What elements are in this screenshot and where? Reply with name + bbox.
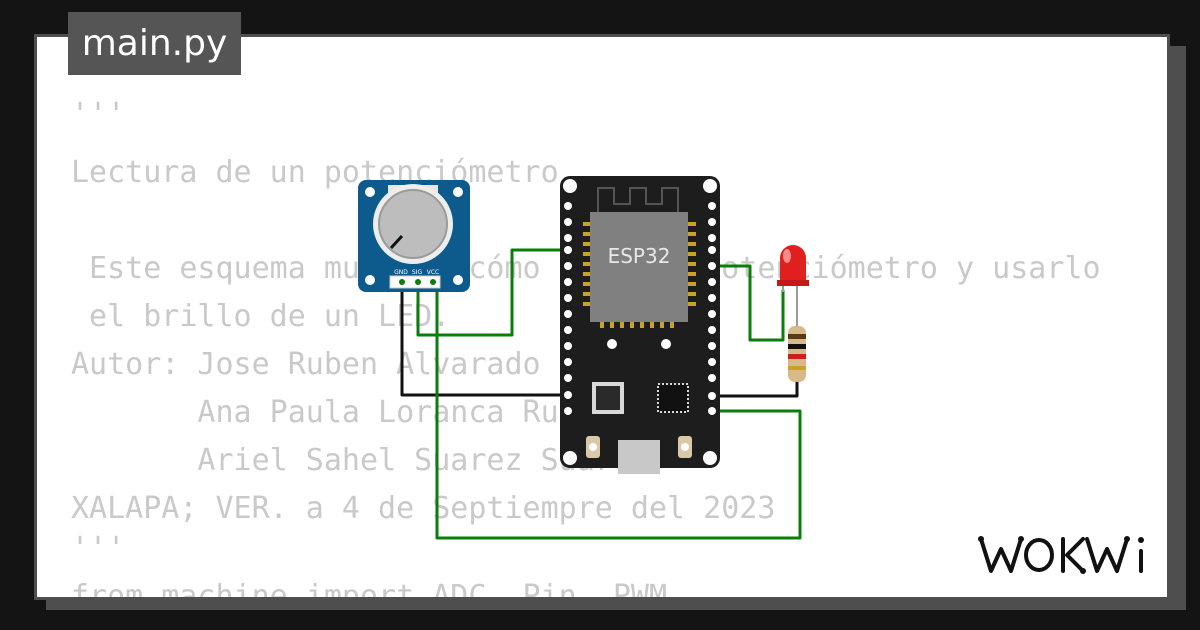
code-block: ''' Lectura de un potenciómetro Este esq… xyxy=(71,97,1101,597)
code-line: ''' xyxy=(71,531,126,566)
wire-led xyxy=(712,264,785,342)
potentiometer[interactable]: GND SIG VCC xyxy=(358,180,470,292)
pot-pin-label: GND xyxy=(394,269,408,276)
antenna-trace xyxy=(597,187,679,212)
wire-gnd xyxy=(400,283,568,397)
code-line: Autor: Jose Ruben Alvarado xyxy=(71,347,541,382)
esp32-board[interactable]: ESP32 xyxy=(560,176,720,474)
esp32-module xyxy=(590,212,688,322)
usb-chip xyxy=(657,383,689,413)
pot-pin-label: SIG xyxy=(412,269,423,276)
file-tab[interactable]: main.py xyxy=(68,12,241,75)
code-line: ''' xyxy=(71,97,126,132)
usb-port xyxy=(618,440,660,474)
code-line: from machine import ADC, Pin, PWM xyxy=(71,579,668,600)
potentiometer-knob[interactable] xyxy=(378,189,448,259)
resistor[interactable] xyxy=(788,326,806,382)
wire-gnd-resistor xyxy=(712,382,799,398)
code-line: Ana Paula Loranca Ruiz xyxy=(71,395,595,430)
led[interactable] xyxy=(777,245,809,330)
code-line: XALAPA; VER. a 4 de Septiempre del 2023 xyxy=(71,491,776,526)
code-line: el brillo de un LED. xyxy=(71,299,451,334)
wokwi-logo xyxy=(978,536,1144,574)
pot-pin-label: VCC xyxy=(427,269,439,276)
wire-sig xyxy=(416,248,568,337)
wires xyxy=(400,248,802,540)
chip-label: ESP32 xyxy=(608,244,671,268)
